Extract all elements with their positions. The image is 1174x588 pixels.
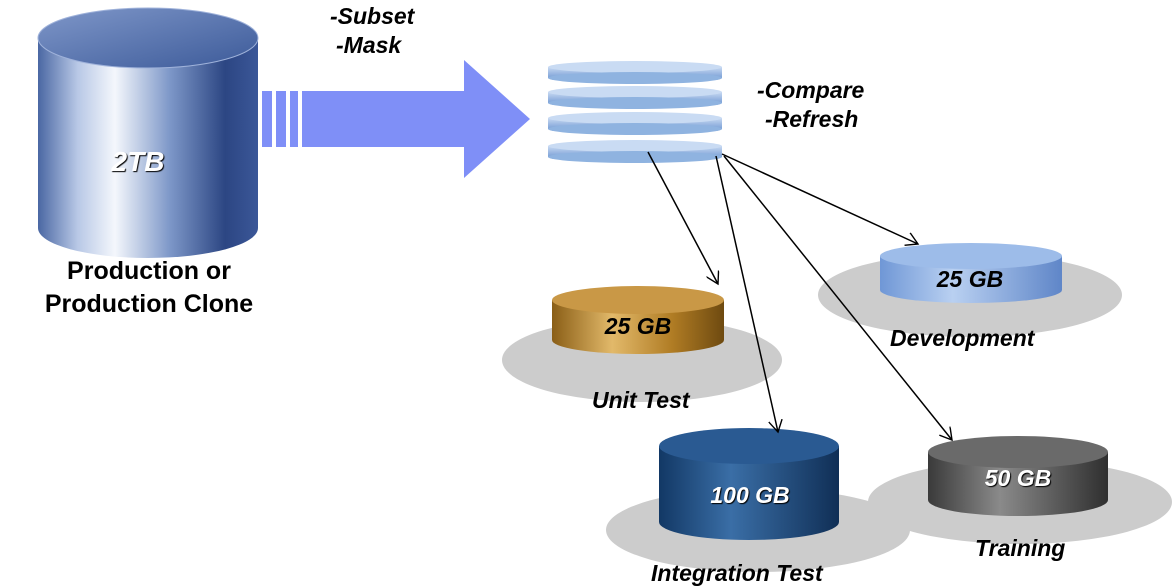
integration-test-label: Integration Test xyxy=(651,560,823,586)
arrow-to-training xyxy=(723,155,952,440)
stack-ops: -Compare -Refresh xyxy=(757,76,864,134)
stack-disk xyxy=(548,140,722,163)
stack-disk xyxy=(548,61,722,84)
compare-op-label: -Compare xyxy=(757,77,865,103)
development-label: Development xyxy=(890,325,1035,351)
training-capacity: 50 GB xyxy=(984,465,1052,491)
stack-disk xyxy=(548,112,722,135)
subset-stack xyxy=(548,61,722,163)
training-cylinder xyxy=(928,436,1108,516)
mask-op-label: -Mask xyxy=(336,32,402,58)
integration-test-cylinder xyxy=(659,428,839,540)
arrow-to-development xyxy=(721,153,918,244)
source-label-line1: Production or xyxy=(67,257,231,285)
arrow-to-unit-test xyxy=(647,151,718,284)
transfer-ops: -Subset -Mask xyxy=(330,2,414,60)
source-database-cylinder xyxy=(37,7,259,258)
unit-test-capacity: 25 GB xyxy=(604,313,672,339)
development-cylinder xyxy=(880,243,1062,303)
transfer-arrow xyxy=(262,60,530,178)
unit-test-cylinder xyxy=(552,286,724,354)
stack-disk xyxy=(548,86,722,109)
training-label: Training xyxy=(975,535,1066,561)
arrow-to-integration-test xyxy=(715,155,778,432)
refresh-op-label: -Refresh xyxy=(765,106,859,132)
subset-op-label: -Subset xyxy=(330,3,415,29)
development-capacity: 25 GB xyxy=(936,266,1004,292)
integration-test-capacity: 100 GB xyxy=(710,482,790,508)
source-label-line2: Production Clone xyxy=(44,290,254,318)
unit-test-label: Unit Test xyxy=(592,387,690,413)
source-label: Production or Production Clone xyxy=(6,255,292,321)
source-capacity: 2TB xyxy=(111,146,165,177)
